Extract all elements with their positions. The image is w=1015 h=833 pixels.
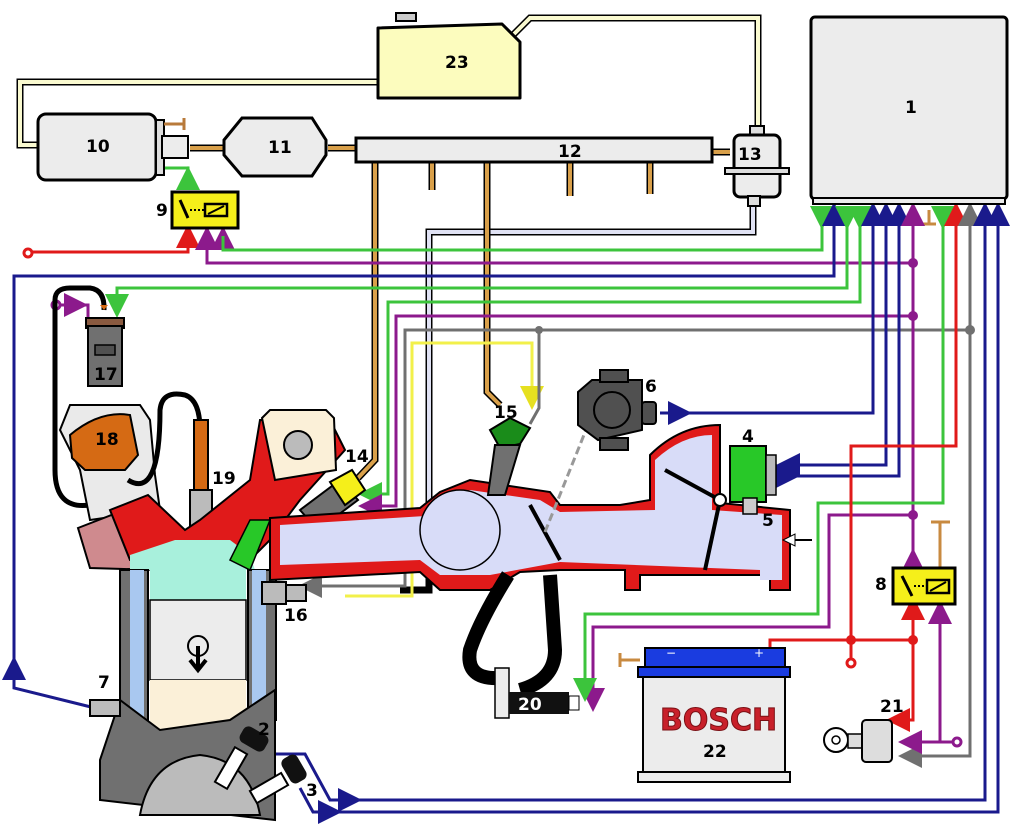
fuel-tank: 23 [376, 12, 522, 100]
label-22: 22 [703, 742, 727, 762]
cylinder [99, 569, 277, 822]
fuel-pump-relay: 9 [156, 190, 240, 230]
fuel-filter: 11 [222, 116, 328, 178]
label-6: 6 [645, 377, 657, 397]
cylinder-head [76, 409, 347, 572]
label-16: 16 [284, 606, 308, 626]
label-10: 10 [86, 137, 110, 157]
ignition-switch: 21 [823, 697, 904, 763]
label-14: 14 [345, 447, 369, 467]
label-19: 19 [212, 469, 236, 489]
label-15: 15 [494, 403, 518, 423]
label-23: 23 [445, 53, 469, 73]
main-relay: 8 [875, 566, 957, 606]
thermo-time-switch: 16 [261, 581, 308, 626]
cold-start-valve: 15 [486, 403, 532, 496]
throttle-position-switch: 6 [577, 369, 692, 451]
label-20: 20 [518, 695, 542, 715]
label-18: 18 [95, 430, 119, 450]
fuel-return-lines [16, 14, 762, 594]
label-1: 1 [905, 98, 917, 118]
label-2: 2 [258, 720, 270, 740]
wiring [2, 166, 1010, 824]
label-9: 9 [156, 201, 168, 221]
ecu-pins [810, 202, 1010, 230]
label-3: 3 [306, 781, 318, 801]
label-21: 21 [880, 697, 904, 717]
ignition-coil: 17 [52, 285, 125, 387]
battery-minus: − [666, 646, 676, 660]
label-17: 17 [94, 365, 118, 385]
air-temp-sensor: 5 [742, 497, 774, 531]
air-flow-meter: 4 [729, 427, 777, 503]
coolant-temp-sensor: 7 [89, 673, 121, 717]
ecu: 1 [809, 15, 1009, 205]
label-8: 8 [875, 575, 887, 595]
pressure-regulator: 13 [724, 125, 790, 207]
label-13: 13 [738, 145, 762, 165]
label-5: 5 [762, 511, 774, 531]
label-4: 4 [742, 427, 754, 447]
distributor: 18 [58, 391, 203, 522]
label-11: 11 [268, 138, 292, 158]
auxiliary-air-valve: 20 [462, 571, 580, 719]
fuel-rail: 12 [354, 136, 714, 164]
label-12: 12 [558, 142, 582, 162]
label-7: 7 [98, 673, 110, 693]
battery: − + BOSCH 22 [618, 646, 791, 783]
battery-plus: + [754, 646, 764, 660]
fuel-pump: 10 [36, 112, 189, 182]
crank-sensors: 2 3 [213, 720, 318, 805]
battery-brand: BOSCH [660, 703, 777, 738]
